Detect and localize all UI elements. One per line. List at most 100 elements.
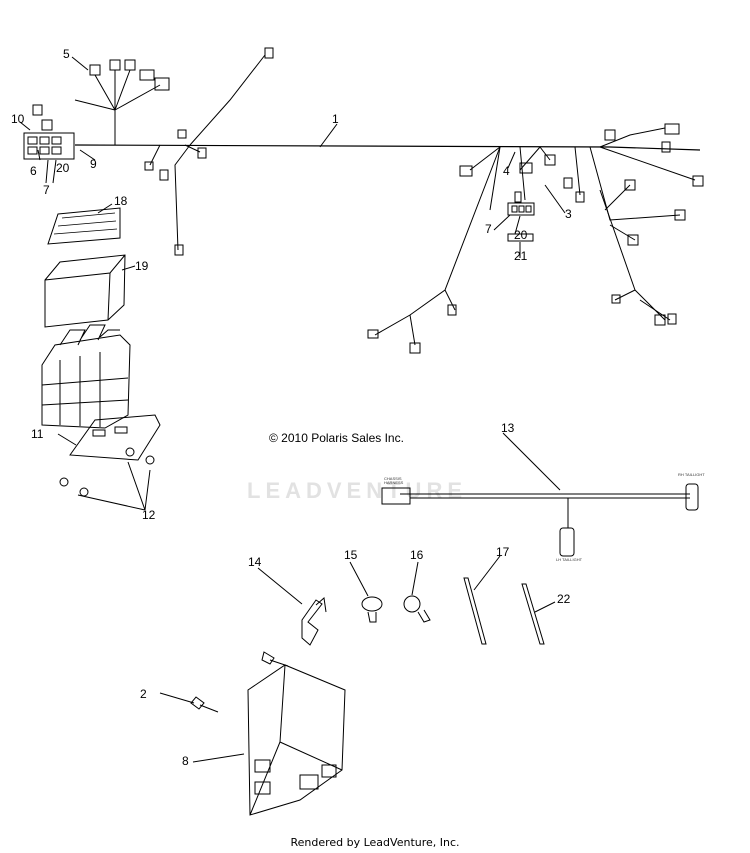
- callout-20: 20: [514, 228, 528, 242]
- harness-branch: [489, 146, 501, 211]
- callout-6: 6: [30, 164, 37, 178]
- fuse-label-sheet: [47, 207, 121, 245]
- lh-taillight-label: LH TAILLIGHT: [556, 557, 583, 562]
- callout-17: 17: [496, 545, 510, 559]
- harness-branch: [604, 184, 631, 211]
- callout-4: 4: [503, 164, 510, 178]
- fuse-box-housing: [41, 334, 131, 429]
- connector: [144, 161, 154, 171]
- callout-16: 16: [410, 548, 424, 562]
- connector: [264, 47, 274, 59]
- connector: [197, 147, 207, 159]
- leader-line: [473, 555, 501, 591]
- leader-line: [79, 149, 96, 161]
- connector: [367, 329, 379, 339]
- connector: [447, 304, 457, 316]
- connector: [89, 64, 101, 76]
- callout-21: 21: [514, 249, 528, 263]
- harness-branch: [74, 69, 161, 111]
- fuse-strip: [507, 233, 534, 242]
- footer-credit: Rendered by LeadVenture, Inc.: [290, 836, 460, 849]
- callout-7: 7: [43, 183, 50, 197]
- screw: [79, 487, 89, 497]
- connector: [409, 342, 421, 354]
- screw: [190, 696, 219, 713]
- loop-clamp: [403, 595, 421, 613]
- callout-8: 8: [182, 754, 189, 768]
- push-clip: [361, 596, 383, 612]
- harness-branch: [599, 146, 696, 181]
- callout-12: 12: [142, 508, 156, 522]
- leader-line: [493, 214, 521, 258]
- connector: [109, 59, 121, 71]
- leader-line: [77, 461, 151, 511]
- watermark: LEADVENTURE: [247, 478, 468, 503]
- leader-line: [71, 56, 89, 71]
- callout-15: 15: [344, 548, 358, 562]
- leader-line: [37, 149, 57, 184]
- connector: [664, 123, 680, 135]
- connector: [459, 165, 473, 177]
- screw: [145, 455, 155, 465]
- connector: [611, 294, 621, 304]
- connector: [563, 177, 573, 189]
- callout-2: 2: [140, 687, 147, 701]
- connector: [692, 175, 704, 187]
- connector: [604, 129, 616, 141]
- leader-line: [507, 151, 516, 169]
- connector: [159, 169, 169, 181]
- connector: [654, 314, 666, 326]
- connector: [519, 162, 533, 174]
- callout-19: 19: [135, 259, 149, 273]
- callout-1: 1: [332, 112, 339, 126]
- fuse-box-cover: [44, 254, 126, 328]
- callout-13: 13: [501, 421, 515, 435]
- callout-7: 7: [485, 222, 492, 236]
- harness-branch: [599, 127, 666, 148]
- connector: [154, 77, 170, 91]
- leader-line: [349, 561, 369, 597]
- harness-branch: [174, 144, 191, 251]
- callout-20: 20: [56, 161, 70, 175]
- connector: [177, 129, 187, 139]
- harness-branch: [599, 189, 666, 321]
- connector: [174, 244, 184, 256]
- leader-line: [319, 123, 338, 148]
- leader-line: [121, 265, 136, 271]
- screw: [261, 651, 289, 667]
- leader-line: [192, 753, 245, 763]
- callout-18: 18: [114, 194, 128, 208]
- lh-taillight-connector: [559, 527, 575, 557]
- connector: [667, 313, 677, 325]
- harness-branch: [519, 146, 551, 171]
- callout-5: 5: [63, 47, 70, 61]
- cable-tie: [463, 577, 487, 645]
- harness-branch: [609, 224, 636, 241]
- callout-11: 11: [31, 427, 44, 441]
- leader-line: [19, 121, 31, 131]
- harness-branch: [374, 146, 501, 336]
- callout-9: 9: [90, 157, 97, 171]
- copyright-notice: © 2010 Polaris Sales Inc.: [269, 431, 404, 445]
- leader-line: [544, 184, 566, 214]
- leader-line: [57, 433, 77, 446]
- rh-taillight-connector: [685, 483, 699, 511]
- connector: [544, 154, 556, 166]
- electronic-module: [247, 664, 346, 816]
- connector: [674, 209, 686, 221]
- callout-3: 3: [565, 207, 572, 221]
- harness-branch: [574, 146, 581, 196]
- harness-branch: [614, 289, 636, 301]
- rh-taillight-label: RH TAILLIGHT: [678, 472, 705, 477]
- taillight-harness: [400, 493, 690, 499]
- callout-14: 14: [248, 555, 262, 569]
- leader-line: [159, 692, 195, 704]
- callout-10: 10: [11, 112, 25, 126]
- connector: [661, 141, 671, 153]
- connector: [124, 59, 136, 71]
- harness-branch: [189, 54, 266, 146]
- harness-branch: [444, 289, 456, 311]
- leader-line: [97, 203, 113, 214]
- leader-line: [411, 561, 419, 596]
